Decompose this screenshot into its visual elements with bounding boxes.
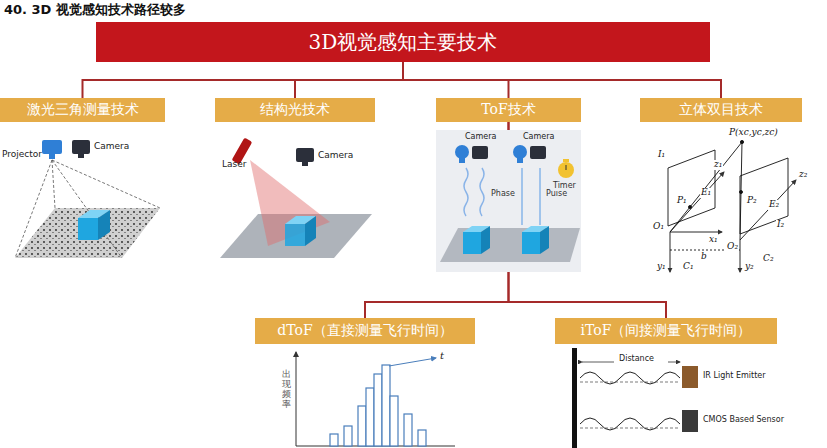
figure-label: z₂ bbox=[798, 170, 808, 180]
figure-label: x₁ bbox=[708, 235, 719, 245]
axis-label: 出现频率 bbox=[282, 370, 291, 410]
figure-label: Camera bbox=[318, 151, 353, 161]
category-box: 立体双目技术 bbox=[640, 98, 802, 122]
figure-label: Timer bbox=[552, 182, 577, 191]
category-box: 结构光技术 bbox=[215, 98, 375, 122]
tree-connector bbox=[83, 62, 404, 98]
figure-label: O₁ bbox=[652, 222, 665, 232]
figure-label: C₁ bbox=[682, 262, 695, 272]
dtof-histogram bbox=[296, 352, 455, 446]
category-box: ToF技术 bbox=[436, 98, 581, 122]
figure-label: t bbox=[440, 350, 444, 361]
structured-light-figure bbox=[220, 138, 372, 258]
figure-label: Distance bbox=[618, 355, 655, 364]
figure-label: P₁ bbox=[676, 196, 688, 206]
figure-label: Pulse bbox=[545, 190, 568, 199]
figure-label: Camera bbox=[464, 133, 497, 142]
title-banner: 3D视觉感知主要技术 bbox=[96, 22, 710, 62]
figure-label: Phase bbox=[490, 190, 516, 199]
box-label: ToF技术 bbox=[481, 101, 535, 119]
category-box: 激光三角测量技术 bbox=[0, 98, 165, 122]
box-label: 3D视觉感知主要技术 bbox=[309, 29, 498, 56]
figure-label: C₂ bbox=[762, 254, 775, 264]
figure-label: CMOS Based Sensor bbox=[702, 416, 785, 425]
figure-title: 40. 3D 视觉感知技术路径较多 bbox=[4, 1, 186, 19]
figure-label: I₂ bbox=[776, 220, 785, 230]
stereo-geometry-figure bbox=[668, 140, 796, 272]
box-label: dToF（直接测量飞行时间） bbox=[277, 322, 452, 340]
figure-label: IR Light Emitter bbox=[702, 372, 767, 381]
figure-label: b bbox=[700, 252, 708, 262]
figure-label: y₂ bbox=[744, 262, 755, 272]
figure-label: P₂ bbox=[746, 196, 758, 206]
tof-figure bbox=[436, 130, 581, 272]
figure-label: Laser bbox=[222, 160, 246, 170]
figure-label: Camera bbox=[522, 133, 555, 142]
category-box: iToF（间接测量飞行时间） bbox=[555, 318, 777, 344]
figure-label: Camera bbox=[94, 142, 129, 152]
box-label: 立体双目技术 bbox=[679, 101, 763, 119]
figure-label: E₂ bbox=[768, 200, 780, 210]
tree-connector bbox=[295, 62, 403, 98]
category-box: dToF（直接测量飞行时间） bbox=[255, 318, 475, 344]
box-label: 结构光技术 bbox=[260, 101, 330, 119]
box-label: 激光三角测量技术 bbox=[27, 101, 139, 119]
box-label: iToF（间接测量飞行时间） bbox=[581, 322, 752, 340]
itof-figure bbox=[572, 348, 698, 448]
figure-label: Projector bbox=[2, 150, 42, 160]
figure-label: z₁ bbox=[713, 160, 723, 170]
tree-connector bbox=[403, 62, 721, 98]
figure-label: y₁ bbox=[656, 262, 667, 272]
figure-label: I₁ bbox=[657, 150, 666, 160]
figure-label: P(xc,yc,zc) bbox=[728, 128, 779, 138]
figure-label: O₂ bbox=[726, 242, 739, 252]
figure-label: E₁ bbox=[700, 188, 712, 198]
